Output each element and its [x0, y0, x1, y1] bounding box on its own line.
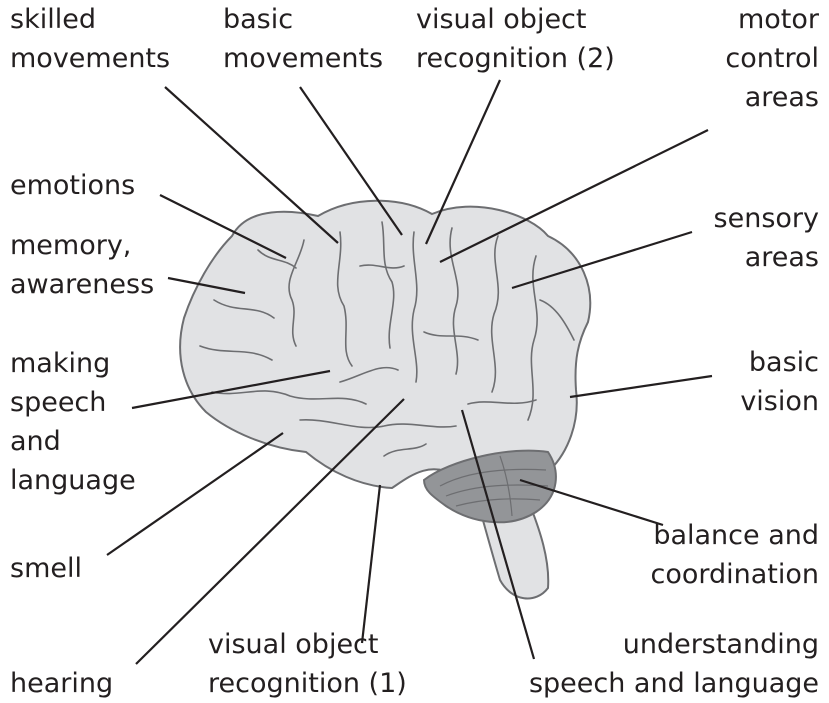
- label-visual-object-recognition-1: visual object recognition (1): [208, 629, 407, 699]
- label-motor-control-areas: motor control areas: [725, 4, 819, 113]
- label-making-speech-and-language: making speech and language: [10, 348, 136, 496]
- leader-lines: [106, 79, 713, 665]
- leader-motor-control-areas: [439, 129, 709, 263]
- leader-memory-awareness: [167, 276, 246, 295]
- label-basic-movements: basic movements: [223, 4, 384, 74]
- leader-understanding-speech: [460, 409, 536, 660]
- brain-sulci: [199, 221, 575, 457]
- leader-visual-object-recognition-2: [424, 79, 502, 245]
- leader-balance: [519, 478, 664, 527]
- leader-visual-object-recognition-1: [360, 484, 382, 644]
- label-memory-awareness: memory, awareness: [10, 230, 155, 300]
- leader-sensory-areas: [511, 230, 693, 290]
- label-emotions: emotions: [10, 170, 136, 201]
- label-smell: smell: [10, 553, 82, 584]
- label-skilled-movements: skilled movements: [10, 4, 171, 74]
- label-sensory-areas: sensory areas: [713, 203, 819, 273]
- leader-hearing: [135, 398, 405, 665]
- leader-making-speech: [131, 369, 331, 410]
- cerebrum: [179, 199, 592, 490]
- leader-smell: [106, 432, 284, 556]
- leader-basic-vision: [569, 374, 713, 399]
- label-basic-vision: basic vision: [740, 347, 819, 417]
- label-visual-object-recognition-2: visual object recognition (2): [416, 4, 615, 74]
- leader-basic-movements: [299, 86, 403, 236]
- label-balance-and-coordination: balance and coordination: [650, 520, 819, 590]
- label-hearing: hearing: [10, 668, 114, 699]
- label-understanding-speech-and-language: understanding speech and language: [528, 629, 819, 699]
- leader-emotions: [159, 194, 287, 259]
- leader-skilled-movements: [164, 86, 339, 244]
